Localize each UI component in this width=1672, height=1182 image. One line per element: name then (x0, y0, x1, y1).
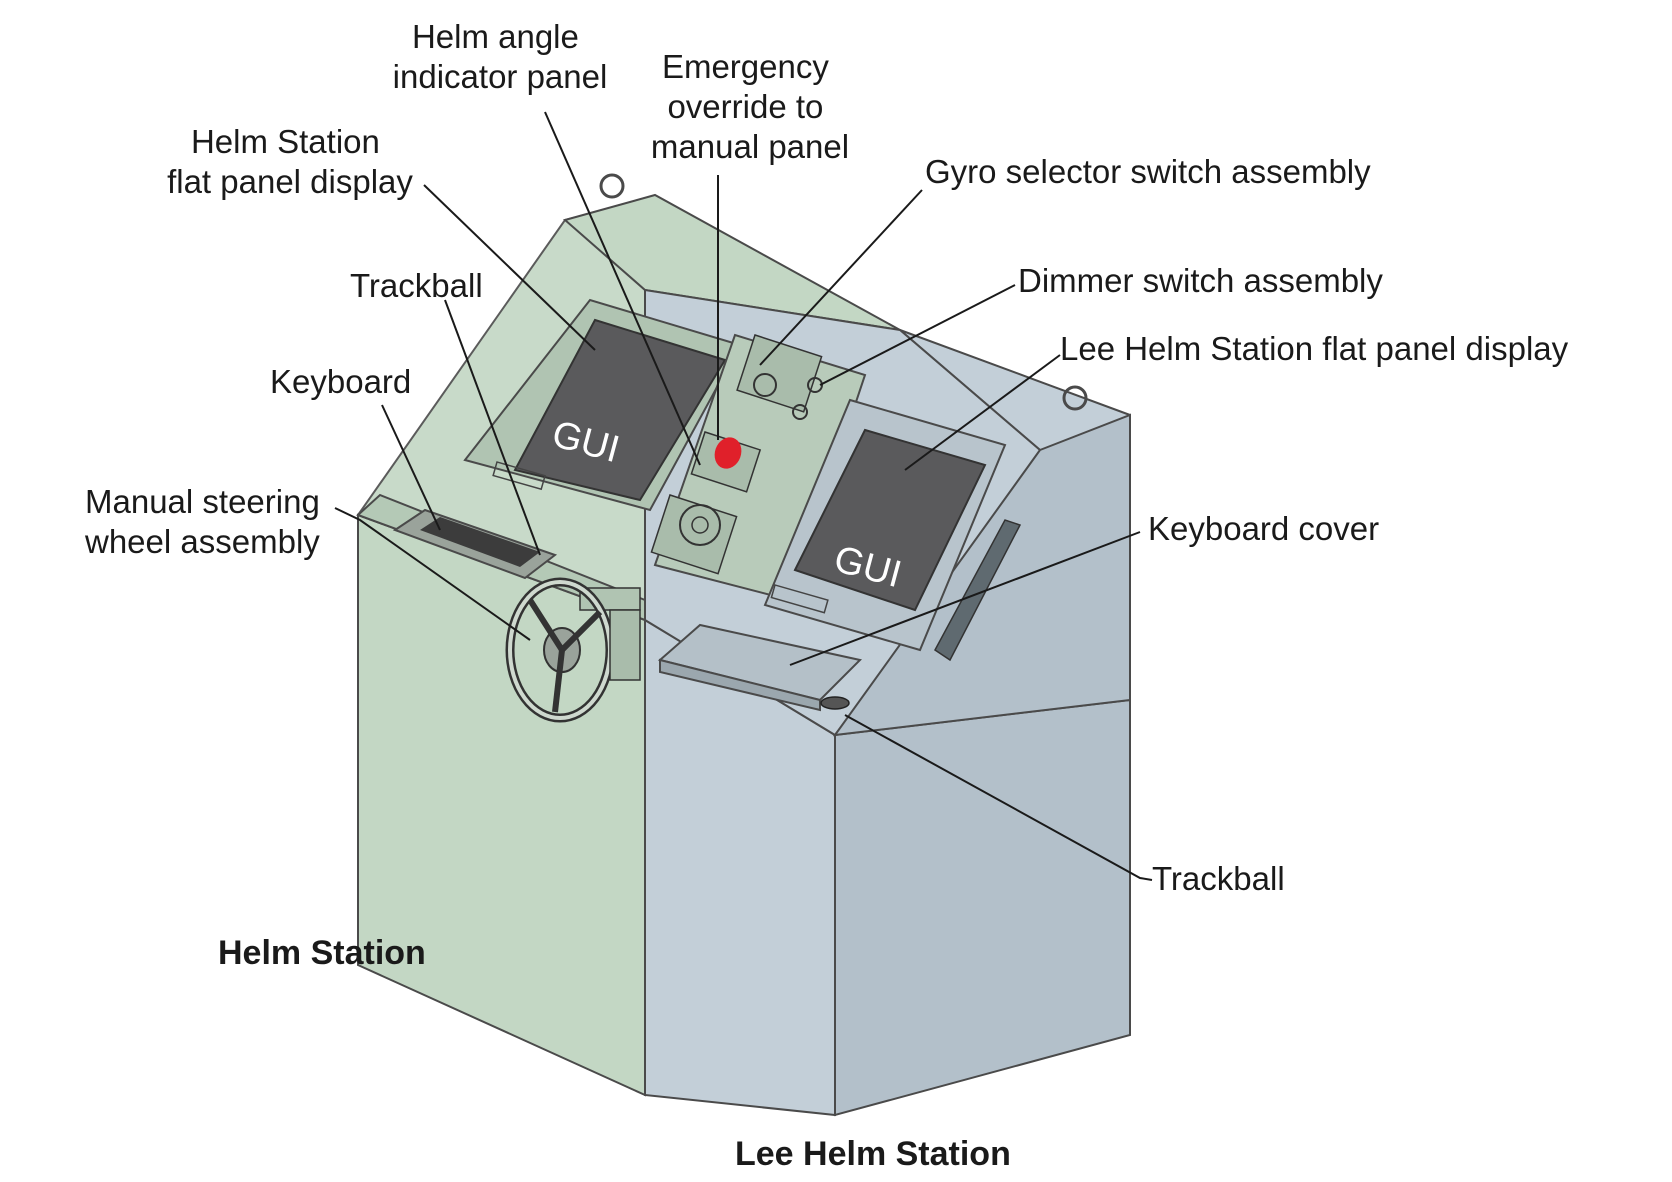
label-lee-helm-display: Lee Helm Station flat panel display (1060, 330, 1569, 367)
label-trackball-left: Trackball (350, 267, 483, 304)
label-helm-station-display: Helm Station flat panel display (167, 123, 413, 200)
label-dimmer-switch: Dimmer switch assembly (1018, 262, 1383, 299)
label-helm-angle-indicator-panel: Helm angle indicator panel (393, 18, 608, 95)
label-trackball-right: Trackball (1152, 860, 1285, 897)
label-emergency-override: Emergency override to manual panel (651, 48, 849, 165)
keyboard-cover (657, 623, 863, 712)
helm-station-display: GUI (463, 298, 742, 512)
callout-labels: Helm angle indicator panel Emergency ove… (84, 18, 1569, 897)
helm-display-screen (513, 318, 727, 502)
emergency-override-button (714, 437, 742, 469)
label-gyro-selector: Gyro selector switch assembly (925, 153, 1371, 190)
lee-helm-trackball (820, 696, 850, 710)
centre-control-panels (650, 333, 867, 602)
lee-helm-display-screen (793, 428, 987, 612)
steering-wheel (505, 577, 641, 723)
label-keyboard-cover: Keyboard cover (1148, 510, 1379, 547)
lee-helm-station-title: Lee Helm Station (735, 1135, 1011, 1173)
label-manual-steering: Manual steering wheel assembly (84, 483, 329, 560)
label-keyboard: Keyboard (270, 363, 411, 400)
leader-lines (334, 111, 1153, 881)
helm-station-title: Helm Station (218, 934, 426, 972)
lee-helm-station-display: GUI (763, 398, 1022, 662)
lifting-eyes (599, 173, 1088, 411)
helm-keyboard (392, 508, 558, 580)
